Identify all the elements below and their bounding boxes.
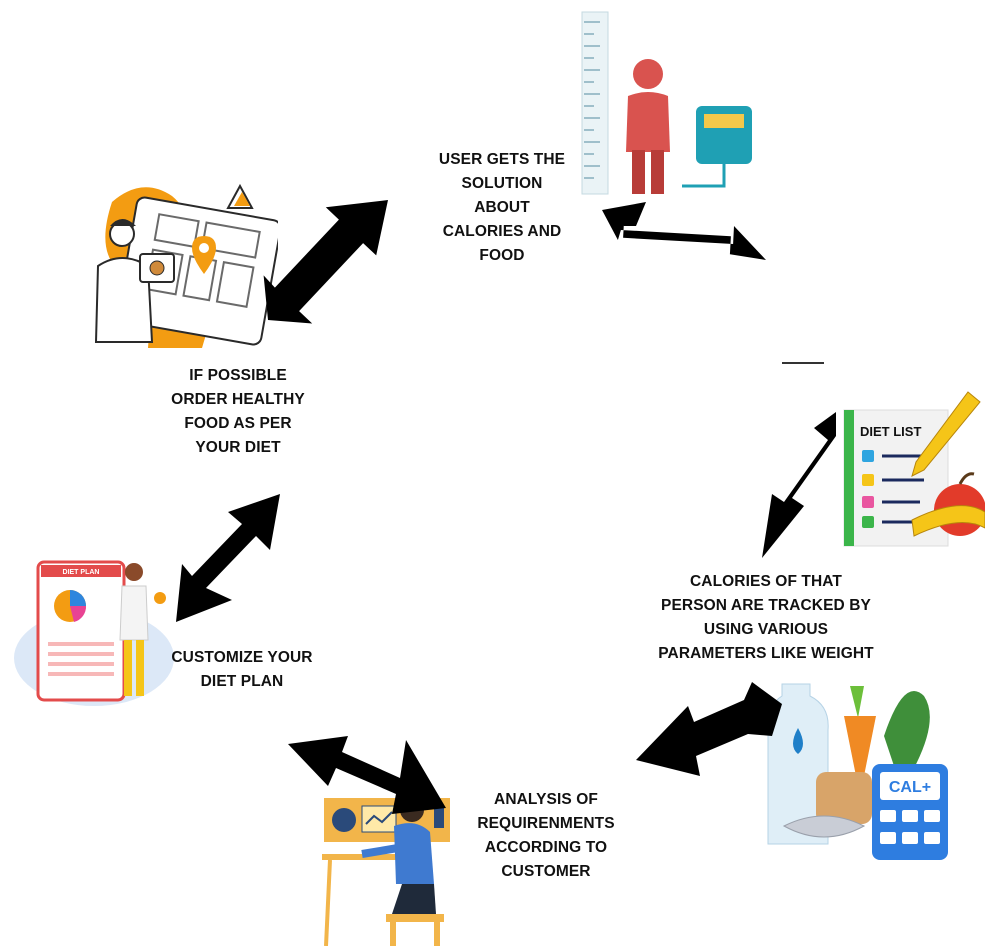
- step-order-label: IF POSSIBLE ORDER HEALTHY FOOD AS PER YO…: [171, 367, 305, 456]
- food-calculator-icon: CAL+: [767, 683, 948, 860]
- arrow-tracking-to-analysis: [636, 682, 782, 776]
- diet-plan-tablet-icon: DIET PLAN: [14, 560, 174, 706]
- arrow-into-tracking: [762, 412, 836, 558]
- arrow-customize-to-order: [176, 494, 280, 622]
- arrow-analysis-to-customize: [288, 736, 446, 814]
- diet-list-icon: DIET LIST: [843, 391, 985, 547]
- arrow-solution-to-tracking: [602, 202, 766, 260]
- diet-plan-header: DIET PLAN: [63, 569, 100, 576]
- step-solution-label: USER GETS THE SOLUTION ABOUT CALORIES AN…: [438, 151, 566, 264]
- step-analysis-label: ANALYSIS OF REQUIRENMENTS ACCORDING TO C…: [477, 791, 615, 880]
- divider-mark: [782, 362, 824, 364]
- height-weight-scale-icon: [581, 11, 752, 195]
- diet-list-title: DIET LIST: [860, 424, 921, 439]
- arrow-order-to-solution: [263, 200, 388, 324]
- calculator-label: CAL+: [889, 779, 931, 796]
- step-customize-label: CUSTOMIZE YOUR DIET PLAN: [171, 649, 313, 690]
- food-delivery-map-icon: [94, 183, 278, 348]
- step-tracking-label: CALORIES OF THAT PERSON ARE TRACKED BY U…: [658, 573, 874, 662]
- analyst-desk-icon: [322, 798, 450, 946]
